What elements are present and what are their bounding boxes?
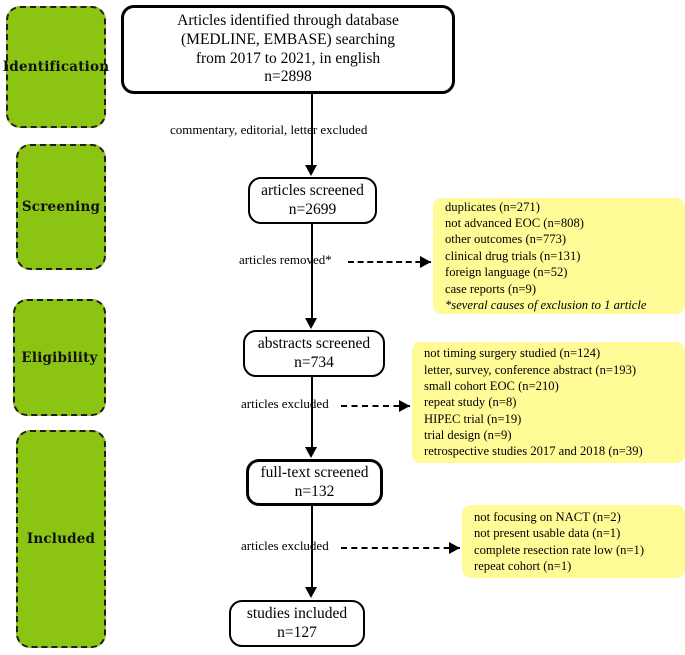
arrowhead-articles-excluded-abstracts — [399, 400, 410, 412]
excl-included-line-2: not present usable data (n=1) — [474, 526, 621, 541]
dashed-connector-articles-excluded-fulltext — [341, 547, 460, 549]
exclusion-box-eligibility: not timing surgery studied (n=124) lette… — [412, 342, 685, 463]
fulltext-label: full-text screened — [260, 464, 369, 482]
excl-screening-line-5: foreign language (n=52) — [445, 265, 568, 280]
excl-screening-line-3: other outcomes (n=773) — [445, 232, 567, 247]
included-count: n=127 — [277, 623, 317, 641]
stage-label-identification: Identification — [2, 59, 110, 75]
excl-included-line-3: complete resection rate low (n=1) — [474, 542, 645, 557]
screened-count: n=2699 — [288, 200, 337, 218]
flow-box-abstracts-screened: abstracts screened n=734 — [243, 330, 385, 377]
stage-box-included: Included — [16, 430, 106, 648]
excl-screening-line-6: case reports (n=9) — [445, 281, 537, 296]
fulltext-count: n=132 — [294, 482, 335, 500]
exclusion-box-included: not focusing on NACT (n=2) not present u… — [462, 505, 685, 578]
stage-label-screening: Screening — [21, 199, 101, 215]
excl-eligibility-line-3: small cohort EOC (n=210) — [424, 378, 559, 393]
flow-box-studies-included: studies included n=127 — [229, 600, 365, 647]
excl-included-line-4: repeat cohort (n=1) — [474, 558, 572, 573]
stage-box-identification: Identification — [2, 6, 110, 128]
edge-label-articles-excluded-fulltext: articles excluded — [241, 538, 329, 553]
excl-eligibility-line-4: repeat study (n=8) — [424, 395, 517, 410]
stage-box-eligibility: Eligibility — [13, 299, 106, 416]
flow-box-fulltext-screened: full-text screened n=132 — [246, 459, 383, 506]
flow-box-articles-screened: articles screened n=2699 — [248, 177, 377, 224]
excl-eligibility-line-5: HIPEC trial (n=19) — [424, 411, 522, 426]
identified-count: n=2898 — [264, 68, 312, 86]
excl-eligibility-line-6: trial design (n=9) — [424, 428, 512, 443]
identified-line-1: Articles identified through database — [177, 11, 399, 29]
arrowhead-identified-to-screened — [305, 165, 317, 176]
excl-eligibility-line-1: not timing surgery studied (n=124) — [424, 346, 601, 361]
excl-eligibility-line-7: retrospective studies 2017 and 2018 (n=3… — [424, 444, 643, 459]
edge-label-commentary-excluded: commentary, editorial, letter excluded — [170, 122, 368, 137]
dashed-connector-articles-removed — [348, 261, 431, 263]
connector-abstracts-to-fulltext — [311, 377, 313, 448]
connector-fulltext-to-included — [311, 506, 313, 588]
stage-box-screening: Screening — [16, 144, 106, 270]
connector-identified-to-screened — [311, 94, 313, 166]
arrowhead-articles-removed — [420, 256, 431, 268]
excl-screening-line-4: clinical drug trials (n=131) — [445, 248, 581, 263]
excl-screening-line-1: duplicates (n=271) — [445, 199, 540, 214]
abstracts-count: n=734 — [294, 353, 334, 371]
dashed-connector-articles-excluded-abstracts — [341, 405, 410, 407]
stage-label-included: Included — [26, 531, 96, 547]
stage-label-eligibility: Eligibility — [21, 349, 98, 366]
included-label: studies included — [246, 605, 348, 623]
identified-line-2: (MEDLINE, EMBASE) searching — [181, 30, 395, 48]
flow-box-articles-identified: Articles identified through database (ME… — [121, 5, 455, 94]
identified-line-3: from 2017 to 2021, in english — [195, 49, 381, 67]
exclusion-box-screening: duplicates (n=271) not advanced EOC (n=8… — [433, 198, 685, 314]
arrowhead-screened-to-abstracts — [305, 318, 317, 329]
edge-label-articles-excluded-abstracts: articles excluded — [241, 396, 329, 411]
arrowhead-abstracts-to-fulltext — [305, 447, 317, 458]
connector-screened-to-abstracts — [311, 224, 313, 319]
excl-eligibility-line-2: letter, survey, conference abstract (n=1… — [424, 362, 637, 377]
excl-screening-footnote: *several causes of exclusion to 1 articl… — [445, 297, 647, 312]
screened-label: articles screened — [261, 182, 364, 200]
abstracts-label: abstracts screened — [257, 335, 371, 353]
excl-included-line-1: not focusing on NACT (n=2) — [474, 509, 621, 524]
excl-screening-line-2: not advanced EOC (n=808) — [445, 216, 584, 231]
arrowhead-articles-excluded-fulltext — [449, 542, 460, 554]
arrowhead-fulltext-to-included — [305, 587, 317, 598]
edge-label-articles-removed: articles removed* — [239, 252, 332, 267]
